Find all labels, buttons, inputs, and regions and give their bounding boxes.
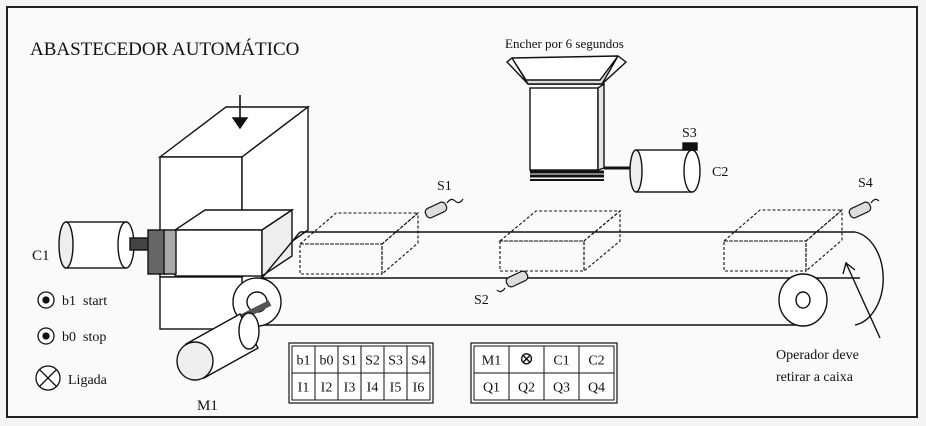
output-table-cell-label: C2 [588,354,604,369]
input-table-cell-label: I2 [321,381,333,396]
idler-pulley [779,274,827,326]
hopper-label: Encher por 6 segundos [505,36,624,51]
sensor-s2-label: S2 [474,293,489,308]
sensor-s4 [848,199,879,219]
start-button-label: b1 start [62,294,107,309]
input-table-cell-label: S3 [388,354,403,369]
output-table-cell-label: Q2 [518,381,535,396]
input-table-cell-label: I4 [367,381,379,396]
indicator-lamp-label: Ligada [68,373,108,388]
sensor-s2 [497,270,529,292]
sensor-s3-label: S3 [682,126,697,141]
sensor-s1-label: S1 [437,179,452,194]
input-table-cell-label: b0 [320,354,334,369]
motor-m1-label: M1 [197,398,218,414]
output-table-cell-label: Q1 [483,381,500,396]
motor-c2-label: C2 [712,165,728,180]
operator-arrow [843,263,880,338]
input-table-cell-label: I6 [413,381,425,396]
motor-c2 [604,143,700,192]
operator-note-line2: retirar a caixa [776,370,854,385]
indicator-lamp-icon [36,366,60,390]
output-table-cell-label: Q3 [553,381,570,396]
motor-c1 [59,222,176,274]
box-on-belt-3 [724,210,842,271]
input-table-cell-label: b1 [297,354,311,369]
input-table-cell-label: I3 [344,381,356,396]
input-table-cell-label: S2 [365,354,380,369]
stop-button[interactable] [38,328,54,344]
box-on-belt-2 [500,211,620,271]
operator-note-line1: Operador deve [776,348,859,363]
output-table-cell-label: ⊗ [519,349,534,369]
output-table-cell-label: M1 [482,354,501,369]
output-table-cell-label: C1 [553,354,569,369]
start-button[interactable] [38,292,54,308]
sensor-s1 [424,199,463,219]
stop-button-label: b0 stop [62,330,106,345]
filling-hopper [507,56,626,180]
input-table-cell-label: I5 [390,381,402,396]
box-on-belt-1 [300,213,418,274]
input-table-cell-label: S1 [342,354,357,369]
input-table-cell-label: S4 [411,354,426,369]
diagram-title: ABASTECEDOR AUTOMÁTICO [30,38,299,60]
output-table-cell-label: Q4 [588,381,605,396]
input-table-cell-label: I1 [298,381,310,396]
motor-c1-label: C1 [32,248,50,264]
sensor-s4-label: S4 [858,176,873,191]
